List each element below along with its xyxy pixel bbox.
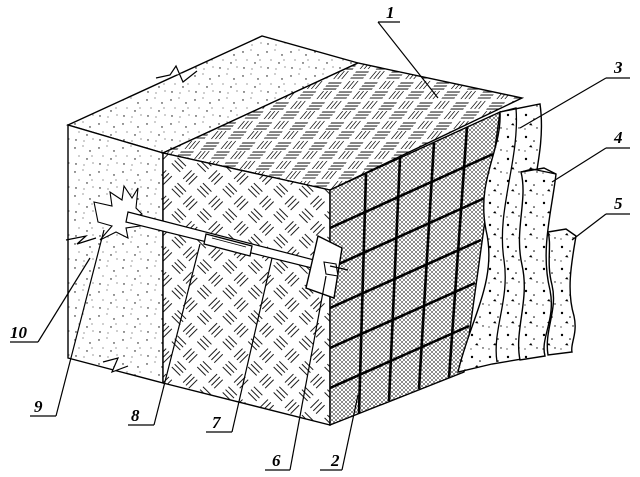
label-7: 7 <box>212 413 222 432</box>
leader-lines <box>10 21 630 471</box>
label-3: 3 <box>613 58 623 77</box>
label-5: 5 <box>614 194 623 213</box>
label-2: 2 <box>330 451 340 470</box>
shotcrete-layer-3 <box>546 228 577 356</box>
steel-mesh <box>329 110 501 427</box>
label-9: 9 <box>34 397 43 416</box>
surrounding-rock <box>65 35 361 384</box>
label-4: 4 <box>613 128 623 147</box>
label-10: 10 <box>10 323 28 342</box>
label-6: 6 <box>272 451 281 470</box>
label-1: 1 <box>386 3 395 22</box>
anchor-bolt <box>93 184 349 299</box>
label-8: 8 <box>131 406 140 425</box>
